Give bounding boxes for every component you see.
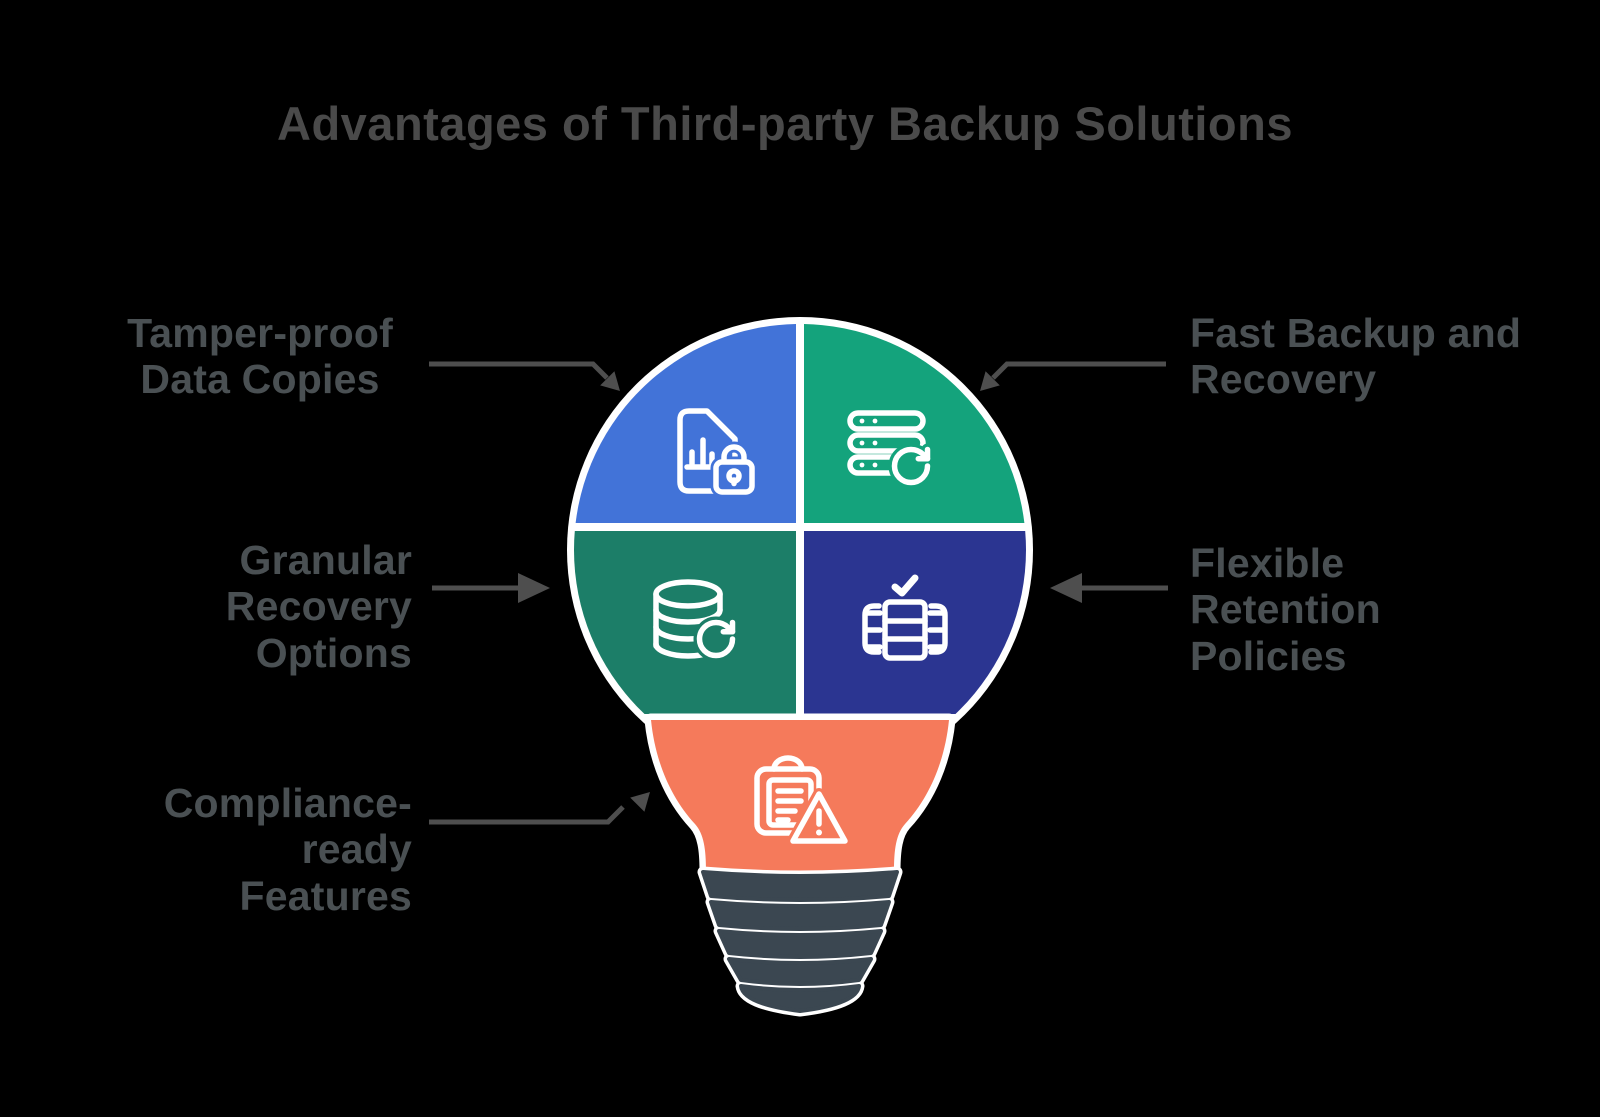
server-refresh-icon [847,410,934,489]
clipboard-warning-icon [754,755,851,847]
screw-thread-1 [701,870,899,902]
screw-thread-4 [727,957,873,986]
arrowhead-up-right-icon [630,792,650,812]
label-tamper-proof-data-copies: Tamper-proof Data Copies [127,310,393,403]
page-title: Advantages of Third-party Backup Solutio… [277,97,1293,150]
bulb-screw-base [697,866,903,1017]
arrowhead-right-icon [518,573,550,603]
label-granular-recovery-options: Granular Recovery Options [225,537,412,676]
connector-compliance-ready [429,792,650,825]
file-lock-chart-icon [677,408,758,498]
connector-granular-recovery [432,573,550,603]
arrowhead-down-left-icon [980,371,1000,391]
connector-fast-backup [980,361,1166,391]
label-fast-backup-and-recovery: Fast Backup and Recovery [1190,310,1522,403]
bulb-neck [651,720,949,871]
label-flexible-retention-policies: Flexible Retention Policies [1190,540,1381,679]
database-refresh-icon [653,579,739,662]
arrowhead-down-right-icon [600,371,620,391]
arrowhead-left-icon [1050,573,1082,603]
label-compliance-ready-features: Compliance-ready Features [163,780,412,919]
connector-flexible-retention [1050,573,1168,603]
screw-thread-3 [717,929,883,959]
table-check-icon [862,574,948,661]
screw-thread-2 [709,900,891,931]
connector-tamper-proof [429,361,620,391]
connectors [429,361,1168,825]
lightbulb [567,317,1033,1017]
screw-thread-5 [739,984,861,1013]
